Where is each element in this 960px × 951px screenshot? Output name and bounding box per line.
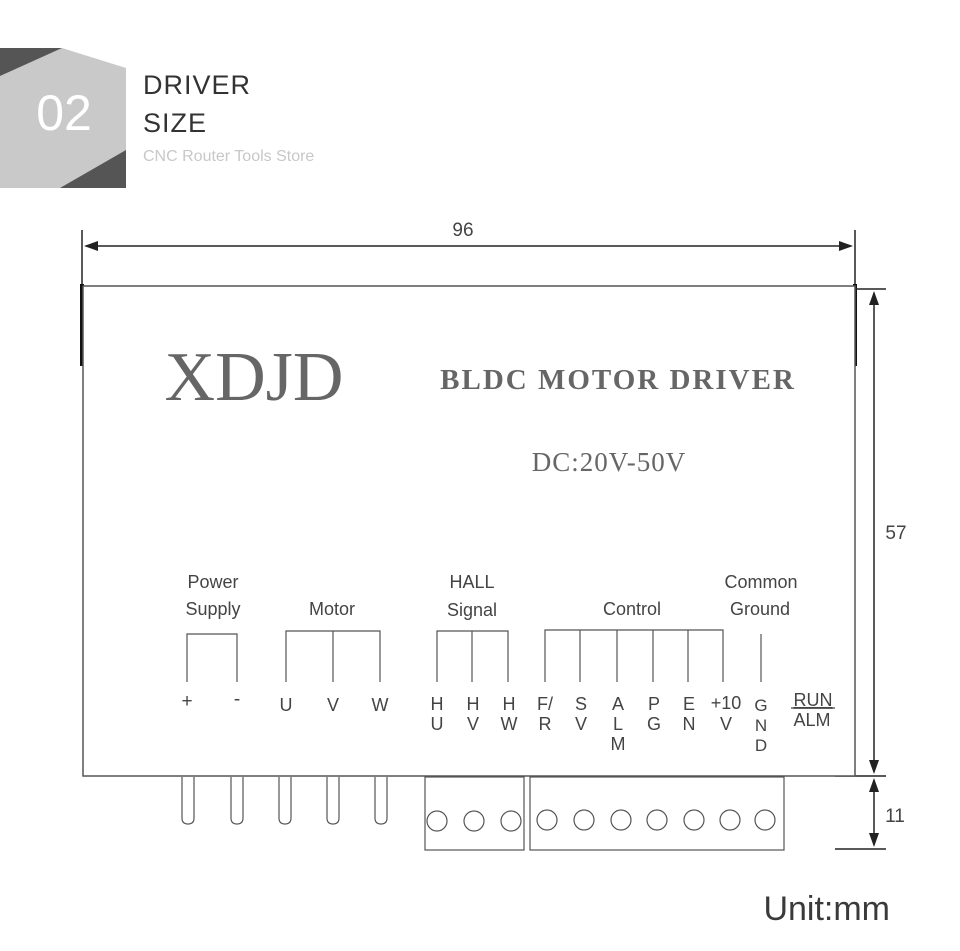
pin-fr-1: F/ xyxy=(537,694,553,714)
pin-en-2: N xyxy=(683,714,696,734)
pin-motor-v: V xyxy=(327,695,339,715)
group-common-line1: Common xyxy=(724,572,797,592)
group-power-line2: Supply xyxy=(185,599,240,619)
pin-leads xyxy=(181,777,388,825)
brand-logo: XDJD xyxy=(165,339,344,416)
pin-gnd-3: D xyxy=(755,736,767,755)
pin-fr-2: R xyxy=(539,714,552,734)
pin-hall-w-1: H xyxy=(503,694,516,714)
width-arrow-left xyxy=(84,241,98,251)
width-arrow-right xyxy=(839,241,853,251)
pin-alm-1: A xyxy=(612,694,624,714)
pin-10v-1: +10 xyxy=(711,693,742,713)
pin-alm-3: M xyxy=(611,734,626,754)
group-hall-line1: HALL xyxy=(449,572,494,592)
pin-hall-u-1: H xyxy=(431,694,444,714)
pin-sv-2: V xyxy=(575,714,587,734)
terminal-arrow-bottom xyxy=(869,833,879,847)
pin-gnd-1: G xyxy=(754,696,767,715)
pin-hall-v-2: V xyxy=(467,714,479,734)
led-run-label: RUN xyxy=(794,690,833,710)
group-motor: Motor xyxy=(309,599,355,619)
pin-10v-2: V xyxy=(720,714,732,734)
pin-gnd-2: N xyxy=(755,716,767,735)
unit-label: Unit:mm xyxy=(763,890,890,928)
header-badge xyxy=(0,48,126,188)
left-edge-mark xyxy=(80,284,84,366)
panel-title: BLDC MOTOR DRIVER xyxy=(440,364,796,396)
pin-hall-v-1: H xyxy=(467,694,480,714)
pin-sv-1: S xyxy=(575,694,587,714)
group-control: Control xyxy=(603,599,661,619)
pin-power-plus: + xyxy=(181,691,192,712)
group-power-line1: Power xyxy=(187,572,238,592)
section-title-line1: DRIVER xyxy=(143,70,252,100)
height-value: 57 xyxy=(885,523,906,544)
header-badge-notch xyxy=(62,48,126,68)
group-common-line2: Ground xyxy=(730,599,790,619)
group-brackets xyxy=(186,629,762,682)
voltage-rating: DC:20V-50V xyxy=(532,447,687,477)
pin-alm-2: L xyxy=(613,714,623,734)
pin-power-minus: - xyxy=(234,689,240,710)
width-value: 96 xyxy=(452,220,473,241)
terminal-value: 11 xyxy=(885,806,905,827)
pin-hall-w-2: W xyxy=(501,714,518,734)
pin-en-1: E xyxy=(683,694,695,714)
header-badge-corner-top xyxy=(0,48,62,76)
pin-pg-2: G xyxy=(647,714,661,734)
pin-motor-u: U xyxy=(280,695,293,715)
led-alm-label: ALM xyxy=(793,710,830,730)
height-arrow-bottom xyxy=(869,760,879,774)
terminal-screws xyxy=(426,809,776,832)
group-hall-line2: Signal xyxy=(447,600,497,620)
terminal-arrow-top xyxy=(869,778,879,792)
section-title-line2: SIZE xyxy=(143,108,208,138)
header-badge-corner-bottom xyxy=(60,150,126,188)
section-number: 02 xyxy=(36,85,92,141)
store-watermark: CNC Router Tools Store xyxy=(143,148,315,165)
height-arrow-top xyxy=(869,291,879,305)
pin-motor-w: W xyxy=(372,695,389,715)
pin-pg-1: P xyxy=(648,694,660,714)
driver-body xyxy=(82,285,856,777)
pin-hall-u-2: U xyxy=(431,714,444,734)
